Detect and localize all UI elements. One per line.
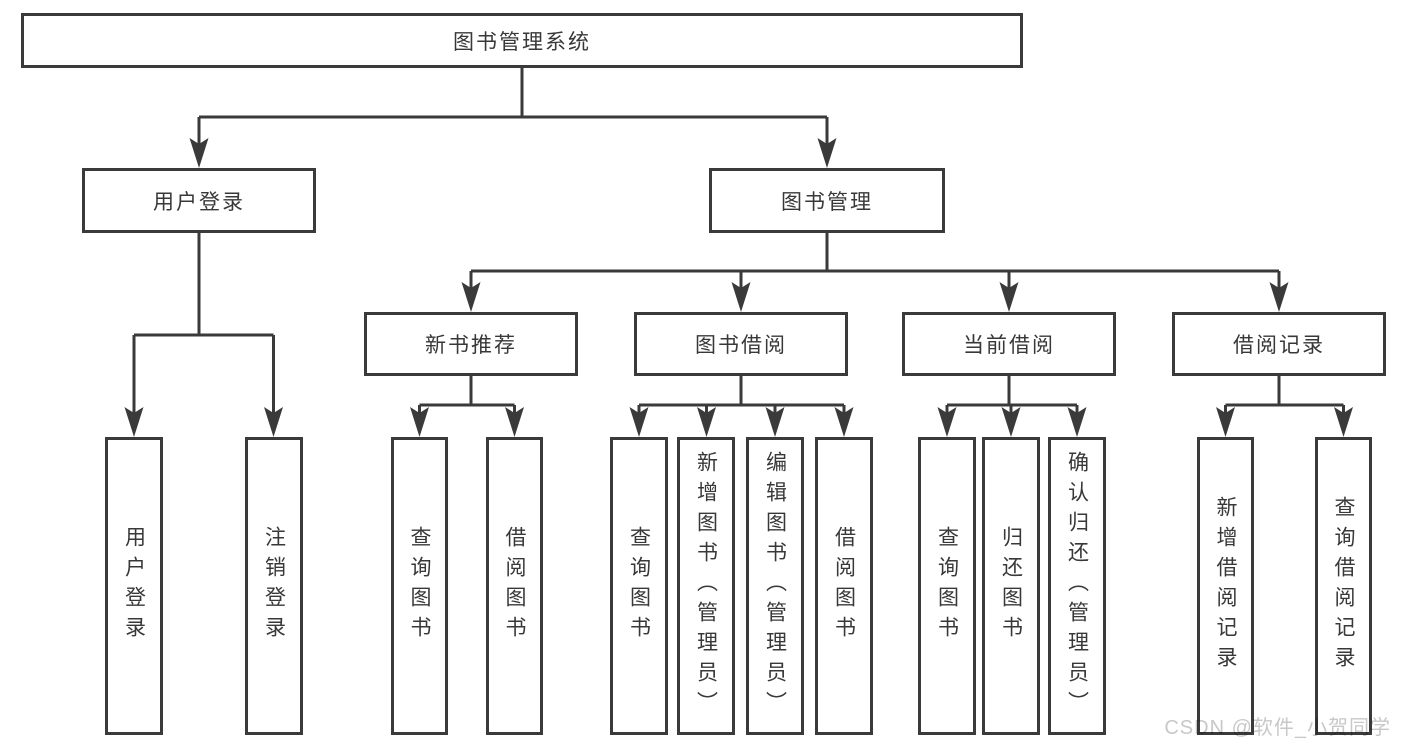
node-label: 新书推荐 [425, 334, 517, 357]
leaf-add-borrow-record: 新增借阅记录 [1197, 437, 1254, 735]
leaf-query-books-borrow: 查询图书 [610, 437, 668, 735]
node-user-login: 用户登录 [82, 168, 316, 233]
leaf-confirm-return-admin: 确认归还（管理员） [1048, 437, 1106, 735]
leaf-add-book-admin: 新增图书（管理员） [677, 437, 735, 735]
leaf-query-books-recommend: 查询图书 [391, 437, 448, 735]
leaf-borrow-books-recommend: 借阅图书 [486, 437, 543, 735]
node-label: 图书管理 [781, 190, 873, 214]
node-label: 归还图书 [999, 526, 1023, 646]
watermark: CSDN @软件_小贺同学 [1164, 717, 1391, 739]
leaf-query-books-current: 查询图书 [918, 437, 976, 735]
node-label: 查询借阅记录 [1332, 496, 1355, 676]
node-label: 图书管理系统 [453, 30, 591, 54]
leaf-return-book: 归还图书 [982, 437, 1040, 735]
node-label: 查询图书 [935, 526, 959, 646]
leaf-borrow-books: 借阅图书 [815, 437, 873, 735]
node-label: 确认归还（管理员） [1065, 451, 1089, 721]
node-label: 用户登录 [153, 190, 245, 214]
node-book-borrow: 图书借阅 [634, 312, 848, 376]
node-label: 新增图书（管理员） [694, 451, 718, 721]
node-label: 注销登录 [262, 526, 286, 646]
node-label: 借阅图书 [503, 526, 526, 646]
node-label: 用户登录 [122, 526, 146, 646]
node-root: 图书管理系统 [21, 13, 1023, 68]
node-label: 图书借阅 [695, 334, 787, 357]
node-book-management: 图书管理 [709, 168, 945, 233]
leaf-logout: 注销登录 [245, 437, 303, 735]
node-label: 查询图书 [408, 526, 431, 646]
leaf-query-borrow-record: 查询借阅记录 [1315, 437, 1372, 735]
node-new-book-recommend: 新书推荐 [364, 312, 578, 376]
node-label: 借阅图书 [832, 526, 856, 646]
leaf-edit-book-admin: 编辑图书（管理员） [746, 437, 804, 735]
node-label: 查询图书 [627, 526, 651, 646]
leaf-user-login: 用户登录 [105, 437, 163, 735]
node-label: 当前借阅 [963, 334, 1055, 357]
node-label: 借阅记录 [1233, 334, 1325, 357]
node-borrow-records: 借阅记录 [1172, 312, 1386, 376]
node-label: 新增借阅记录 [1214, 496, 1237, 676]
node-label: 编辑图书（管理员） [763, 451, 787, 721]
node-current-borrow: 当前借阅 [902, 312, 1116, 376]
